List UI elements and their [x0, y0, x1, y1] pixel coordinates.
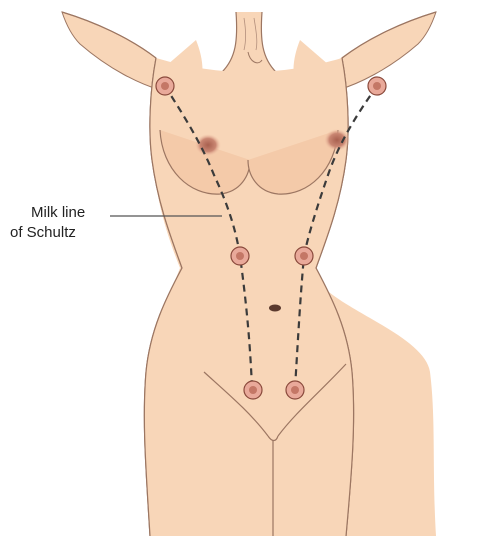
nodule-right-abdomen — [295, 247, 313, 265]
nodule-right-groin — [286, 381, 304, 399]
neck — [222, 12, 276, 72]
navel — [269, 305, 281, 312]
milk-line-label-line1: Milk line — [31, 204, 85, 221]
torso-fill — [144, 58, 353, 536]
left-arm — [62, 12, 160, 90]
nodule-left-abdomen — [231, 247, 249, 265]
nodule-left-groin — [244, 381, 262, 399]
milk-line-label-line2: of Schultz — [10, 224, 76, 241]
left-areola — [195, 134, 221, 156]
nodule-right-axilla — [368, 77, 386, 95]
nodule-left-axilla — [156, 77, 174, 95]
right-arm — [338, 12, 436, 90]
right-areola — [324, 129, 350, 151]
